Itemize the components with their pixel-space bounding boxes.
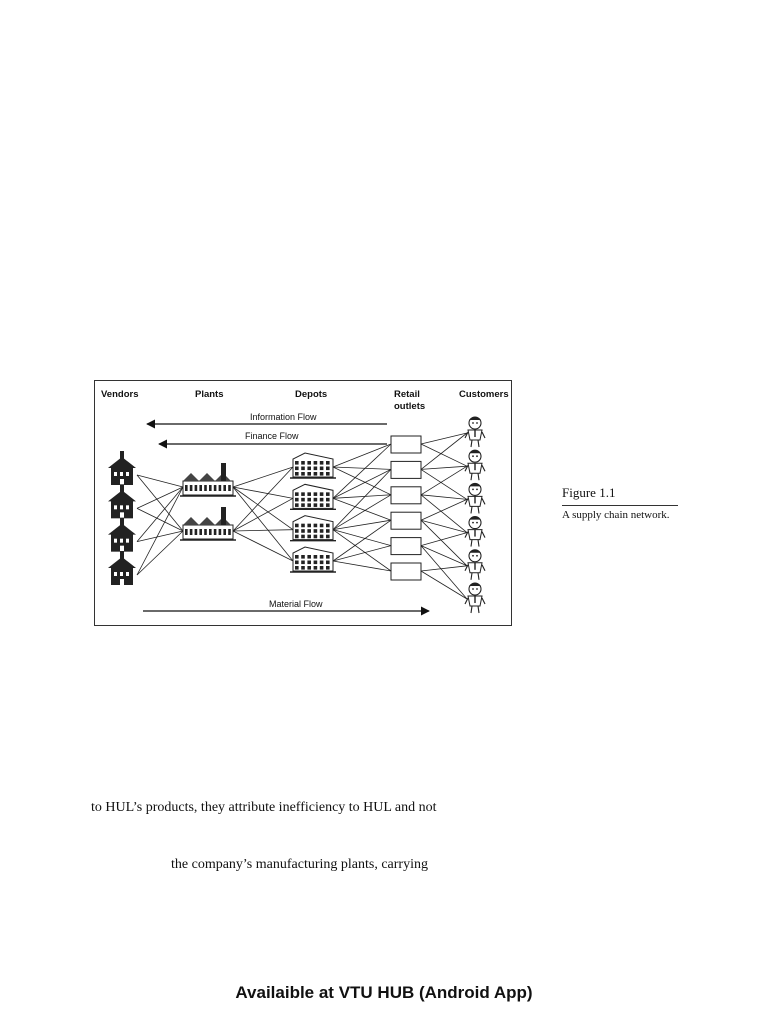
supply-chain-diagram: Vendors Plants Depots Retail outlets Cus…: [101, 389, 509, 616]
schoolhouse-icon: [108, 551, 136, 585]
warehouse-icon: [290, 452, 336, 479]
network-link: [420, 494, 468, 500]
warehouse-icon: [290, 483, 336, 511]
customers-header: Customers: [459, 389, 509, 400]
network-link: [420, 432, 468, 445]
network-link: [136, 474, 184, 488]
network-link: [232, 466, 294, 488]
body-text-line-1: to HUL’s products, they attribute ineffi…: [91, 800, 437, 815]
store-box-icon: [390, 486, 422, 505]
figure-caption-title: Figure 1.1: [562, 485, 616, 500]
retail-header-line2: outlets: [394, 401, 425, 412]
plants-header: Plants: [195, 389, 224, 400]
body-text-line-2: the company’s manufacturing plants, carr…: [171, 857, 428, 872]
vendors-header: Vendors: [101, 389, 139, 400]
network-link: [420, 519, 468, 533]
store-box-icon: [390, 435, 422, 454]
network-link: [420, 494, 468, 533]
network-link: [332, 519, 392, 531]
network-link: [332, 494, 392, 531]
person-icon: [464, 482, 486, 514]
schoolhouse-icon: [108, 451, 136, 485]
store-box-icon: [390, 511, 422, 530]
network-link: [136, 474, 184, 532]
retail-header-line1: Retail: [394, 389, 420, 400]
network-link: [232, 497, 294, 532]
store-box-icon: [390, 537, 422, 556]
factory-icon: [180, 507, 236, 541]
network-link: [332, 443, 392, 468]
person-icon: [464, 416, 486, 448]
factory-icon: [180, 463, 236, 497]
network-link: [332, 443, 392, 499]
network-link: [420, 545, 468, 600]
information-flow-label: Information Flow: [250, 412, 317, 422]
network-link: [420, 465, 468, 470]
network-links: [136, 432, 468, 600]
network-link: [420, 519, 468, 567]
depots-header: Depots: [295, 389, 327, 400]
supply-chain-figure: Vendors Plants Depots Retail outlets Cus…: [94, 380, 512, 626]
network-link: [136, 530, 184, 543]
schoolhouse-icon: [108, 484, 136, 519]
network-link: [232, 486, 294, 530]
store-box-icon: [390, 562, 422, 581]
person-icon: [464, 516, 486, 547]
network-link: [136, 507, 184, 532]
network-link: [232, 529, 294, 532]
network-link: [136, 486, 184, 509]
network-link: [332, 497, 392, 521]
network-link: [332, 469, 392, 530]
network-link: [232, 486, 294, 562]
network-link: [332, 529, 392, 572]
network-link: [332, 529, 392, 546]
network-link: [420, 432, 468, 470]
network-link: [332, 494, 392, 499]
network-link: [332, 466, 392, 496]
footer-banner: Availaible at VTU HUB (Android App): [235, 983, 533, 1002]
schoolhouse-icon: [108, 517, 136, 552]
person-icon: [464, 582, 486, 614]
network-link: [420, 545, 468, 567]
network-link: [420, 565, 468, 572]
network-link: [420, 499, 468, 521]
network-link: [420, 570, 468, 600]
network-link: [232, 466, 294, 532]
warehouse-icon: [290, 515, 336, 542]
network-link: [332, 466, 392, 470]
network-link: [136, 530, 184, 576]
material-flow-label: Material Flow: [269, 599, 323, 609]
caption-divider: [562, 505, 678, 506]
network-link: [420, 469, 468, 500]
network-link: [420, 443, 468, 467]
finance-flow-label: Finance Flow: [245, 431, 299, 441]
network-link: [420, 532, 468, 546]
network-link: [232, 530, 294, 562]
warehouse-icon: [290, 546, 336, 573]
network-link: [136, 486, 184, 542]
network-link: [332, 545, 392, 562]
network-link: [332, 469, 392, 499]
network-link: [332, 560, 392, 572]
person-icon: [464, 449, 486, 481]
network-link: [420, 465, 468, 496]
network-link: [232, 486, 294, 499]
network-nodes: [108, 416, 486, 614]
network-link: [136, 486, 184, 576]
person-icon: [464, 549, 486, 580]
store-box-icon: [390, 460, 422, 479]
figure-caption-text: A supply chain network.: [562, 509, 670, 521]
network-link: [332, 519, 392, 562]
